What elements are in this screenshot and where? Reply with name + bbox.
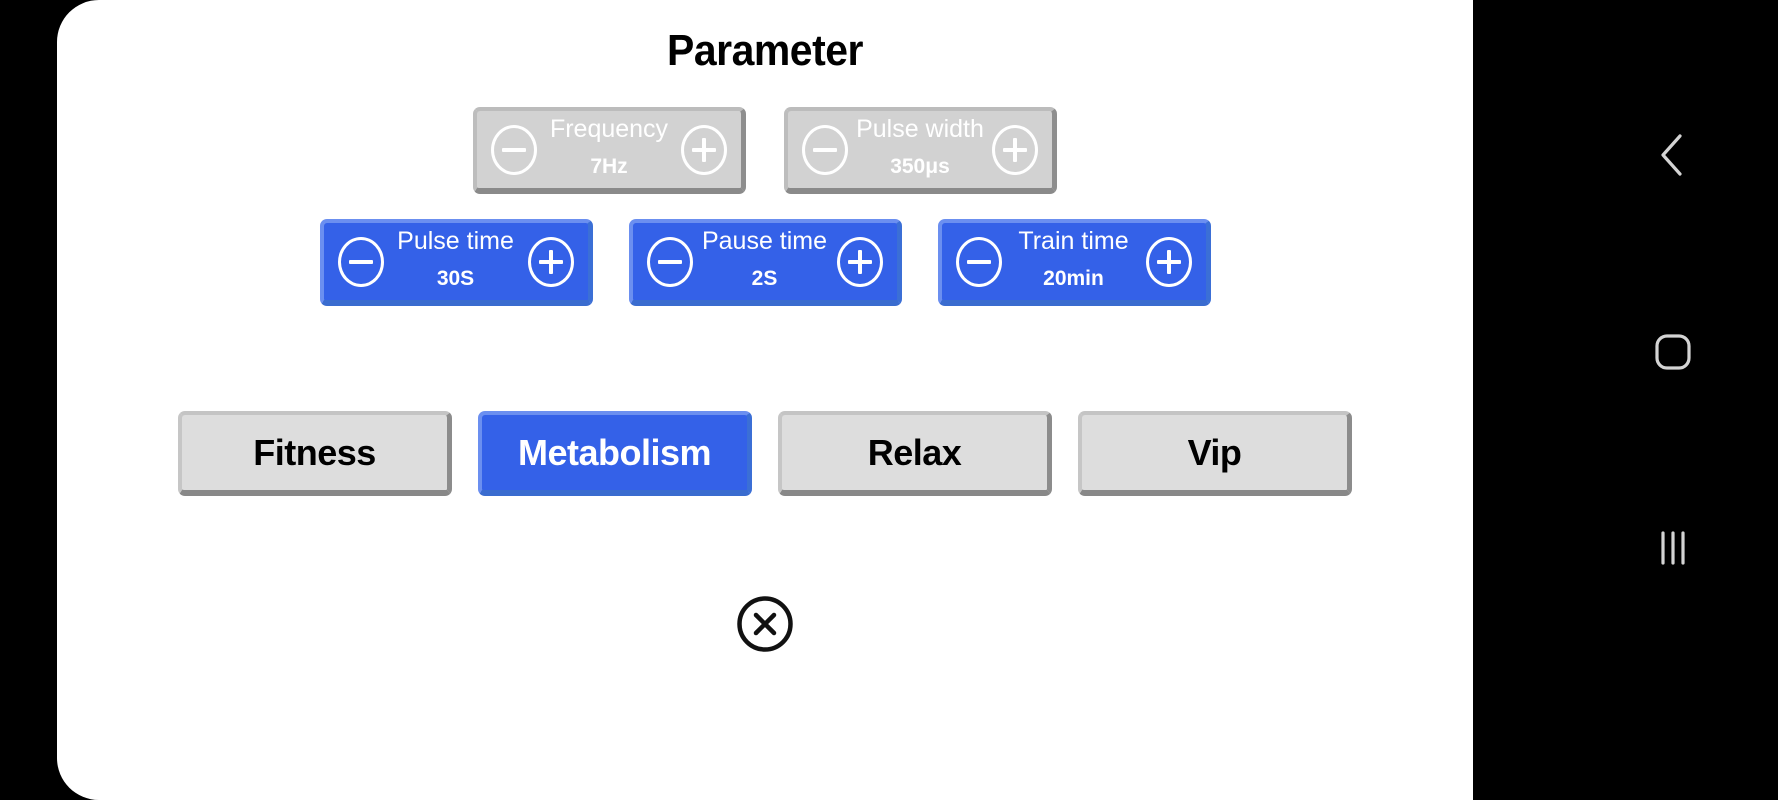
stepper-frequency-label: Frequency [549, 115, 669, 144]
stepper-pause-time[interactable]: Pause time 2S [628, 219, 902, 306]
stepper-pause-time-value: 2S [751, 266, 778, 290]
page-title: Parameter [666, 26, 863, 75]
stepper-train-time-value: 20min [1043, 266, 1104, 290]
stepper-pause-time-label: Pause time [701, 227, 828, 256]
minus-circle-icon[interactable] [955, 236, 1002, 287]
preset-button-relax[interactable]: Relax [778, 411, 1052, 496]
stepper-pulse-time-label: Pulse time [397, 227, 514, 256]
android-navigation-bar [1473, 0, 1778, 800]
active-stepper-row: Pulse time 30S Pause time 2S Train time … [57, 219, 1473, 306]
plus-circle-icon[interactable] [992, 124, 1038, 175]
parameter-dialog: Parameter Frequency 7Hz Pulse width 350μ… [57, 0, 1473, 800]
plus-circle-icon[interactable] [836, 236, 883, 287]
close-circle-icon[interactable] [736, 595, 794, 653]
stepper-frequency-value: 7Hz [590, 154, 628, 178]
plus-circle-icon[interactable] [1145, 236, 1192, 287]
minus-circle-icon[interactable] [491, 124, 537, 175]
stepper-pulse-width-label: Pulse width [856, 115, 984, 144]
plus-circle-icon[interactable] [681, 124, 727, 175]
plus-circle-icon[interactable] [527, 236, 574, 287]
stepper-pulse-width-value: 350μs [890, 154, 950, 178]
stepper-pulse-time[interactable]: Pulse time 30S [319, 219, 593, 306]
stepper-train-time[interactable]: Train time 20min [937, 219, 1211, 306]
preset-button-fitness[interactable]: Fitness [178, 411, 452, 496]
stepper-pulse-width[interactable]: Pulse width 350μs [784, 107, 1057, 194]
recents-bars-icon[interactable] [1643, 518, 1703, 578]
minus-circle-icon[interactable] [646, 236, 693, 287]
home-square-icon[interactable] [1643, 322, 1703, 382]
preset-button-vip[interactable]: Vip [1078, 411, 1352, 496]
stepper-frequency[interactable]: Frequency 7Hz [473, 107, 746, 194]
stepper-pulse-time-value: 30S [436, 266, 475, 290]
preset-button-metabolism[interactable]: Metabolism [478, 411, 752, 496]
back-chevron-icon[interactable] [1643, 125, 1703, 185]
minus-circle-icon[interactable] [802, 124, 848, 175]
minus-circle-icon[interactable] [337, 236, 384, 287]
stepper-train-time-label: Train time [1018, 227, 1129, 256]
preset-mode-row: Fitness Metabolism Relax Vip [57, 411, 1473, 496]
disabled-stepper-row: Frequency 7Hz Pulse width 350μs [57, 107, 1473, 194]
